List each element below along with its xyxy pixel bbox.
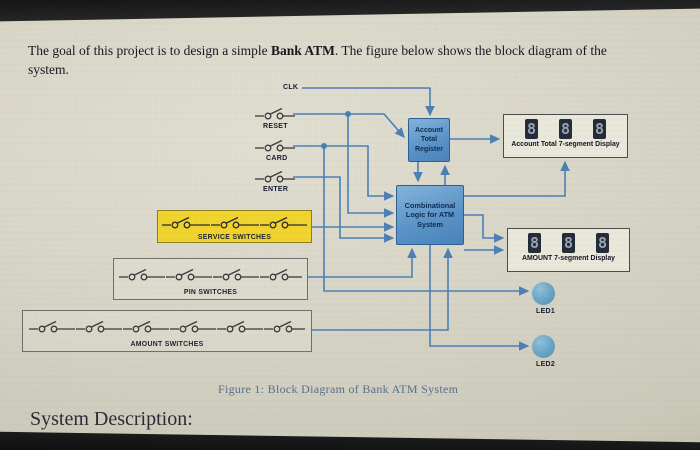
junction-dot <box>321 143 327 149</box>
enter-switch-icon <box>255 170 295 183</box>
combinational-logic-block: Combinational Logic for ATM System <box>396 185 464 245</box>
pin-switch-icons <box>119 268 302 281</box>
wire-reset-register <box>293 113 405 138</box>
wire-reset-logic <box>347 114 395 218</box>
figure-caption: Figure 1: Block Diagram of Bank ATM Syst… <box>218 382 459 396</box>
reset-label: RESET <box>263 123 288 130</box>
seven-segment-digit: 8 <box>559 119 572 139</box>
seven-segment-digit: 8 <box>593 119 606 139</box>
amount-display-label: AMOUNT 7-segment Display <box>521 255 616 262</box>
account-total-register-block: Account Total Register <box>408 118 450 162</box>
clk-label: CLK <box>283 84 299 91</box>
wire-pin-logic <box>308 247 417 278</box>
seven-segment-digits: 8 8 8 <box>528 233 609 253</box>
account-total-register-label: Account Total Register <box>414 127 443 153</box>
enter-label: ENTER <box>263 186 289 193</box>
wire-clk <box>302 87 435 117</box>
seven-segment-digit: 8 <box>596 233 609 253</box>
wire-logic-acct-display <box>464 160 570 197</box>
amount-display: 8 8 8 AMOUNT 7-segment Display <box>507 228 630 272</box>
intro-text: The goal of this project is to design a … <box>28 42 271 58</box>
seven-segment-digit: 8 <box>525 119 538 139</box>
led1-indicator <box>532 282 555 305</box>
seven-segment-digits: 8 8 8 <box>525 119 606 139</box>
card-switch-icon <box>255 139 295 152</box>
wire-logic-led2 <box>429 245 530 351</box>
intro-paragraph: The goal of this project is to design a … <box>28 41 650 79</box>
amount-switches-label: AMOUNT SWITCHES <box>130 341 204 348</box>
pin-switches-label: PIN SWITCHES <box>183 289 238 296</box>
service-switches-box: SERVICE SWITCHES <box>157 210 312 243</box>
pin-switches-box: PIN SWITCHES <box>113 258 308 300</box>
card-label: CARD <box>266 155 288 162</box>
seven-segment-digit: 8 <box>562 233 575 253</box>
service-switch-icons <box>162 216 307 229</box>
service-switches-label: SERVICE SWITCHES <box>197 234 272 241</box>
intro-text: . The figure below shows the block diagr… <box>28 42 607 77</box>
amount-switches-box: AMOUNT SWITCHES <box>22 310 312 352</box>
junction-dot <box>345 111 351 117</box>
amount-switch-icons <box>29 320 305 333</box>
section-heading: System Description: <box>30 408 193 430</box>
led2-indicator <box>532 335 555 358</box>
wire-card-led1 <box>323 146 530 296</box>
wire-enter-logic <box>293 176 395 243</box>
intro-bold-text: Bank ATM <box>270 42 335 58</box>
combinational-logic-label: Combinational Logic for ATM System <box>404 200 456 229</box>
led1-label: LED1 <box>536 308 556 315</box>
account-total-display: 8 8 8 Account Total 7-segment Display <box>503 114 628 158</box>
wire-amount-logic <box>312 247 453 331</box>
led2-label: LED2 <box>536 361 556 368</box>
reset-switch-icon <box>255 107 295 120</box>
wire-card-logic <box>293 145 395 201</box>
seven-segment-digit: 8 <box>528 233 541 253</box>
wire-logic-amt-display-1 <box>464 214 505 243</box>
account-total-display-label: Account Total 7-segment Display <box>511 141 620 148</box>
